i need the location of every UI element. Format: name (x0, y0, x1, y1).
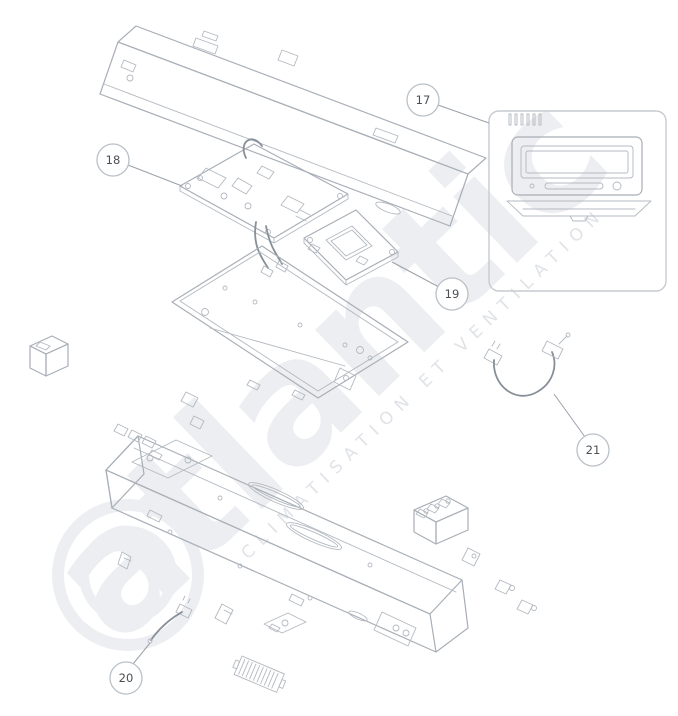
display-button-bar (544, 182, 604, 190)
callout-circle (576, 433, 610, 467)
sensor-cable (483, 332, 571, 397)
chassis-right-end (435, 579, 469, 653)
pcb19-thickness (303, 237, 399, 286)
callout-17: 17 (406, 83, 490, 124)
logo-ring-outer (52, 499, 204, 651)
secondary-circuit-board (303, 209, 399, 286)
display-vents (508, 113, 542, 126)
harness-wire (150, 611, 183, 641)
tray-outline (171, 245, 409, 399)
wire (265, 225, 283, 265)
chassis-ridge (133, 447, 457, 593)
callout-18: 18 (96, 143, 183, 187)
inset-frame (488, 110, 667, 292)
wiring-harness (147, 595, 193, 644)
callout-label: 18 (106, 153, 121, 167)
chassis-front-details (146, 495, 417, 647)
main-circuit-board (179, 138, 349, 278)
callout-21: 21 (553, 393, 610, 467)
callout-20: 20 (109, 642, 151, 695)
chassis-left-cap (105, 435, 145, 509)
spacer-parts (117, 391, 205, 570)
display-led (529, 183, 535, 189)
leader-line (391, 261, 440, 288)
pcb19-components (307, 225, 395, 266)
leader-line (437, 104, 490, 124)
display-knob (612, 181, 622, 191)
wire-connector (260, 265, 274, 278)
callout-circle (435, 277, 469, 311)
cover-front-face (99, 41, 469, 227)
pcb18-components (185, 165, 343, 235)
cover-fold-line (103, 83, 453, 217)
chassis-left-bracket (113, 423, 213, 479)
wire-connector (275, 260, 289, 273)
callout-circle (96, 143, 130, 177)
finned-resistor (232, 655, 287, 693)
callout-circle (109, 661, 143, 695)
pcb18-thickness (179, 185, 349, 244)
top-cover-panel (99, 25, 487, 227)
callout-label: 20 (119, 671, 134, 685)
harness-connector (175, 603, 193, 619)
callout-circle (406, 83, 440, 117)
fuse-parts (461, 547, 537, 615)
tray-details (201, 285, 373, 401)
logo-ring-inner (79, 526, 177, 624)
cable-connector-left (483, 348, 503, 366)
mounting-clip (29, 335, 69, 377)
wire (254, 221, 269, 269)
pcb18-outline (179, 143, 349, 239)
callout-label: 17 (416, 93, 431, 107)
leader-line (127, 164, 183, 187)
display-unit (506, 136, 652, 222)
wire-loop (242, 138, 263, 159)
display-housing (511, 136, 643, 196)
leader-line (553, 393, 586, 438)
display-window (520, 145, 634, 179)
tray-rim (179, 251, 399, 392)
cable-connector-right (541, 340, 564, 360)
mounting-tray (171, 245, 409, 401)
display-base (506, 200, 652, 217)
terminal-block (413, 495, 469, 545)
leader-line (132, 642, 151, 665)
bottom-small-parts (214, 603, 307, 693)
cover-details (120, 30, 401, 215)
callout-19: 19 (391, 261, 469, 311)
callout-label: 19 (445, 287, 460, 301)
display-screen (525, 150, 629, 174)
pcb18-wires (242, 138, 289, 278)
cable-curve (493, 351, 556, 397)
control-display-inset (488, 110, 667, 292)
bottom-chassis (105, 423, 469, 653)
chassis-slots (248, 482, 368, 622)
callout-label: 21 (586, 443, 601, 457)
